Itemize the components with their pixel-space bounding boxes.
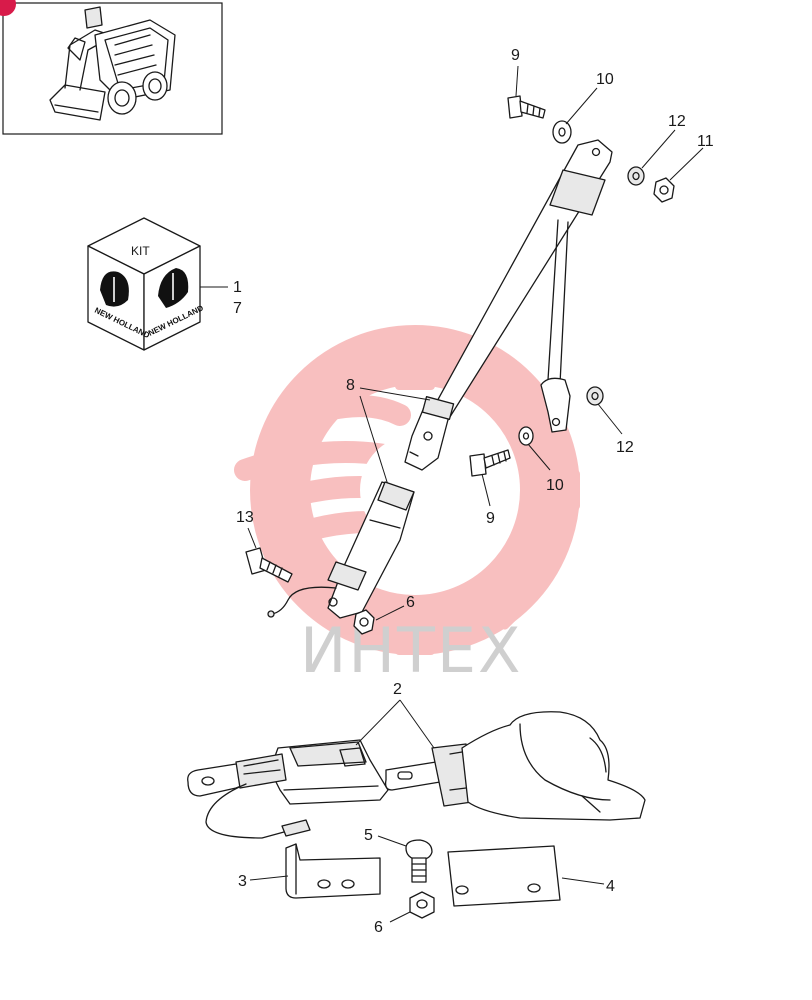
callout-9-top: 9	[511, 47, 520, 64]
callout-11: 11	[697, 133, 714, 150]
machine-thumbnail	[0, 0, 223, 135]
lap-belt-assembly	[187, 699, 646, 839]
corner-badge-icon	[0, 0, 16, 16]
callout-4: 4	[606, 878, 615, 895]
kit-box-icon: KIT NEW HOLLAND NEW HOLLAND	[87, 217, 228, 351]
watermark-text: ИНТЕХ	[300, 614, 523, 687]
bolt-mid-icon	[469, 449, 511, 477]
nut-lower-icon	[389, 891, 435, 923]
callout-5: 5	[364, 827, 373, 844]
callout-6-upper: 6	[406, 594, 415, 611]
nut-top-icon	[653, 177, 675, 203]
bolt-lower-icon	[377, 835, 433, 883]
callout-2: 2	[393, 681, 402, 698]
bolt-left-icon	[245, 547, 293, 583]
lower-buckle-strap	[245, 481, 415, 635]
nut-upper-icon	[353, 609, 375, 635]
washer-mid-icon	[518, 426, 534, 446]
lockwasher-top-icon	[627, 166, 645, 186]
callout-6-lower: 6	[374, 919, 383, 936]
lockwasher-mid-icon	[586, 386, 604, 406]
callout-7: 7	[233, 300, 242, 317]
callout-13: 13	[236, 509, 254, 526]
bracket-left-icon	[249, 843, 381, 899]
callout-12-mid: 12	[616, 439, 634, 456]
plate-right-icon	[447, 845, 605, 907]
callout-10-mid: 10	[546, 477, 564, 494]
callout-8: 8	[346, 377, 355, 394]
washer-top-icon	[552, 120, 572, 144]
kit-label: KIT	[131, 244, 150, 258]
callout-9-mid: 9	[486, 510, 495, 527]
callout-12-top: 12	[668, 113, 686, 130]
callout-1: 1	[233, 279, 242, 296]
callout-3: 3	[238, 873, 247, 890]
callout-10-top: 10	[596, 71, 614, 88]
upper-belt-assembly	[359, 65, 704, 507]
bolt-top-icon	[507, 95, 546, 119]
